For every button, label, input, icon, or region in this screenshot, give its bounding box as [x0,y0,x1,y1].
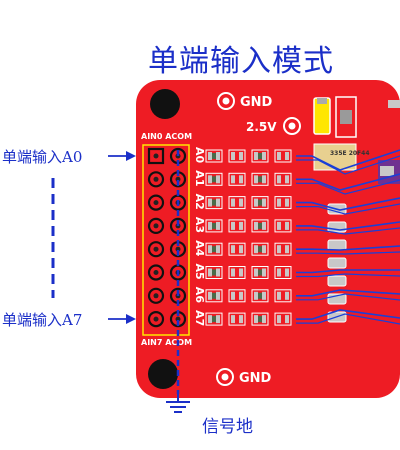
trace [296,221,400,231]
passive-component [251,242,269,256]
passive-component [274,219,292,233]
passive-component [251,266,269,279]
trace [296,155,400,175]
passive-component [205,219,223,233]
mounting-hole-bottom [148,359,178,389]
passive-component [205,172,223,186]
gnd-label-top: GND [240,95,273,110]
trace [296,149,400,171]
channel-label-a3: A3 [193,217,206,233]
arrow-a7 [108,314,136,324]
channel-label-a2: A2 [193,194,206,210]
header-pin-a5-ain [147,264,165,281]
passive-component [228,172,246,186]
header-pin-a1-ain [147,171,165,188]
trace [296,289,400,297]
passive-component [228,219,246,233]
label-single-ended-a7: 单端输入A7 [2,311,83,329]
passive-component [274,312,292,326]
header-pin-a4-ain [147,241,165,258]
arrow-a0 [108,151,136,161]
passive-component [205,312,223,326]
input-filter-components [205,149,347,326]
channel-label-a7: A7 [193,310,206,326]
passive-component [274,196,292,210]
trace [296,273,400,278]
passive-component [205,289,223,303]
channel-label-a5: A5 [193,264,206,280]
passive-component [228,242,246,256]
label-signal-ground: 信号地 [202,417,253,437]
signal-traces [296,149,400,325]
header-top-label: AIN0 ACOM [141,132,192,141]
trace [296,179,400,195]
passive-component [251,312,269,326]
header-pin-a3-ain [147,217,165,234]
test-pad [327,221,347,233]
passive-component [228,289,246,303]
passive-component [251,289,269,303]
passive-component [251,219,269,233]
trace [296,245,400,251]
channel-label-a6: A6 [193,287,206,304]
passive-component [251,172,269,186]
passive-component [274,172,292,186]
header-pin-a2-ain [147,194,165,211]
passive-component [205,149,223,163]
vref-label: 2.5V [246,120,277,134]
mounting-hole-top [150,89,180,119]
passive-component [205,266,223,279]
header-pin-a0-ain [147,147,165,165]
trace [296,269,400,274]
passive-component [274,242,292,256]
passive-component [228,149,246,163]
ic-marking: 335E 20F44 [330,150,370,157]
header-bottom-label: AIN7 ACOM [141,338,192,347]
header-outline [142,144,190,336]
vref-test-point [283,117,301,135]
trace [296,313,400,325]
trace [296,197,400,211]
passive-component [205,242,223,256]
passive-component [251,196,269,210]
passive-component [228,196,246,210]
channel-label-a0: A0 [193,147,206,164]
trace [296,293,400,301]
passive-component [228,266,246,279]
ground-symbol [166,392,190,413]
test-pad [327,257,347,269]
passive-component [274,266,292,279]
ic-chip [313,143,357,171]
gnd-label-bottom: GND [239,371,272,386]
trace [296,173,400,191]
diagram-title: 单端输入模式 [148,44,334,79]
gnd-pad-top [217,92,235,110]
channel-label-a1: A1 [193,170,206,186]
trace [296,203,400,215]
header-pin-a7-ain [147,311,165,328]
label-single-ended-a0: 单端输入A0 [2,148,83,166]
gnd-pad-bottom [216,368,234,386]
test-pad [327,275,347,287]
trace [296,309,400,320]
passive-component [274,149,292,163]
passive-component [228,312,246,326]
passive-component [274,289,292,303]
trace [296,227,400,235]
inductor-footprint [335,96,357,138]
passive-component [251,149,269,163]
header-pin-a6-ain [147,287,165,304]
channel-label-a4: A4 [193,240,206,257]
trace [296,251,400,255]
passive-component [205,196,223,210]
test-pad [327,239,347,251]
